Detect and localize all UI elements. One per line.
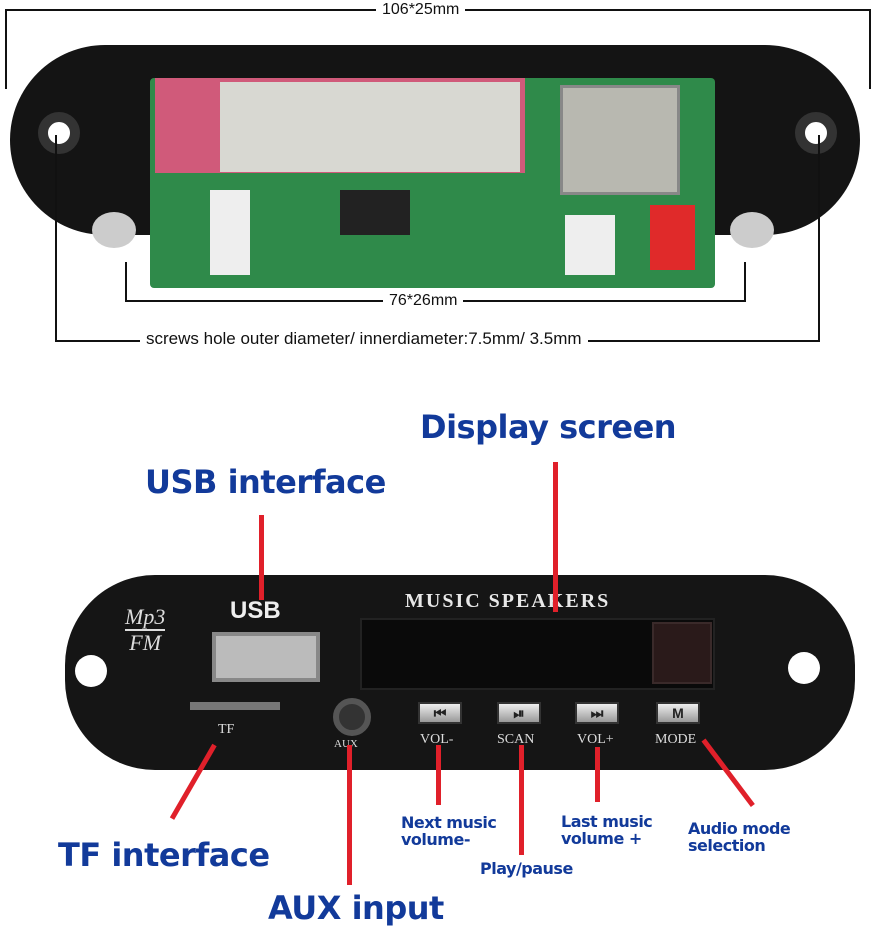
vol-minus-label: VOL- [420, 732, 454, 747]
mode-callout-line2: selection [688, 836, 766, 855]
vol-minus-callout-line2: volume- [401, 830, 470, 849]
screw-note: screws hole outer diameter/ innerdiamete… [140, 329, 588, 349]
panel-title: MUSIC SPEAKERS [405, 590, 611, 612]
vol-minus-callout: Next music volume- [401, 813, 497, 849]
tf-callout: TF interface [58, 836, 270, 874]
vol-minus-callout-line [436, 745, 441, 805]
chip [340, 190, 410, 235]
connector-red [650, 205, 695, 270]
dim-tick [818, 135, 820, 342]
tf-label: TF [218, 722, 235, 737]
screw-hole-left [38, 112, 80, 154]
usb-port [560, 85, 680, 195]
aux-callout-line [347, 745, 352, 885]
board-dimension-label: 76*26mm [383, 292, 464, 310]
mode-callout: Audio mode selection [688, 819, 791, 855]
vol-plus-button[interactable]: ⏭ [575, 702, 619, 724]
panel-hole-right [788, 652, 820, 684]
screw [730, 212, 774, 248]
vol-plus-callout-line1: Last music [561, 812, 653, 831]
logo-bottom: FM [125, 629, 166, 655]
display-callout-line [553, 462, 558, 612]
display-callout: Display screen [420, 408, 677, 446]
dim-tick [5, 9, 7, 89]
dim-tick [125, 262, 127, 302]
logo-top: Mp3 [125, 604, 166, 629]
screw [92, 212, 136, 248]
scan-button[interactable]: ⏯ [497, 702, 541, 724]
aux-jack [333, 698, 371, 736]
mode-button[interactable]: M [656, 702, 700, 724]
vol-plus-callout: Last music volume + [561, 812, 653, 848]
scan-callout: Play/pause [480, 859, 573, 878]
dim-tick [744, 262, 746, 302]
mode-label: MODE [655, 732, 697, 747]
vol-minus-callout-line1: Next music [401, 813, 497, 832]
vol-plus-label: VOL+ [577, 732, 614, 747]
scan-label: SCAN [497, 732, 535, 747]
mode-callout-line1: Audio mode [688, 819, 791, 838]
screw-hole-right [795, 112, 837, 154]
vol-plus-callout-line [595, 747, 600, 802]
vol-minus-button[interactable]: ⏮ [418, 702, 462, 724]
usb-label: USB [230, 597, 281, 624]
tf-slot [190, 702, 280, 710]
panel-hole-left [75, 655, 107, 687]
aux-callout: AUX input [268, 889, 444, 927]
usb-port [212, 632, 320, 682]
scan-callout-line [519, 745, 524, 855]
dim-tick [869, 9, 871, 89]
vol-plus-callout-line2: volume + [561, 829, 642, 848]
connector [210, 190, 250, 275]
dim-tick [55, 135, 57, 342]
mp3-fm-logo: Mp3 FM [125, 604, 166, 655]
display-glass [220, 82, 520, 172]
aux-label: AUX [334, 738, 358, 750]
overall-dimension-label: 106*25mm [376, 1, 466, 19]
ir-window [652, 622, 712, 684]
connector [565, 215, 615, 275]
usb-callout-line [259, 515, 264, 600]
usb-callout: USB interface [145, 463, 386, 501]
